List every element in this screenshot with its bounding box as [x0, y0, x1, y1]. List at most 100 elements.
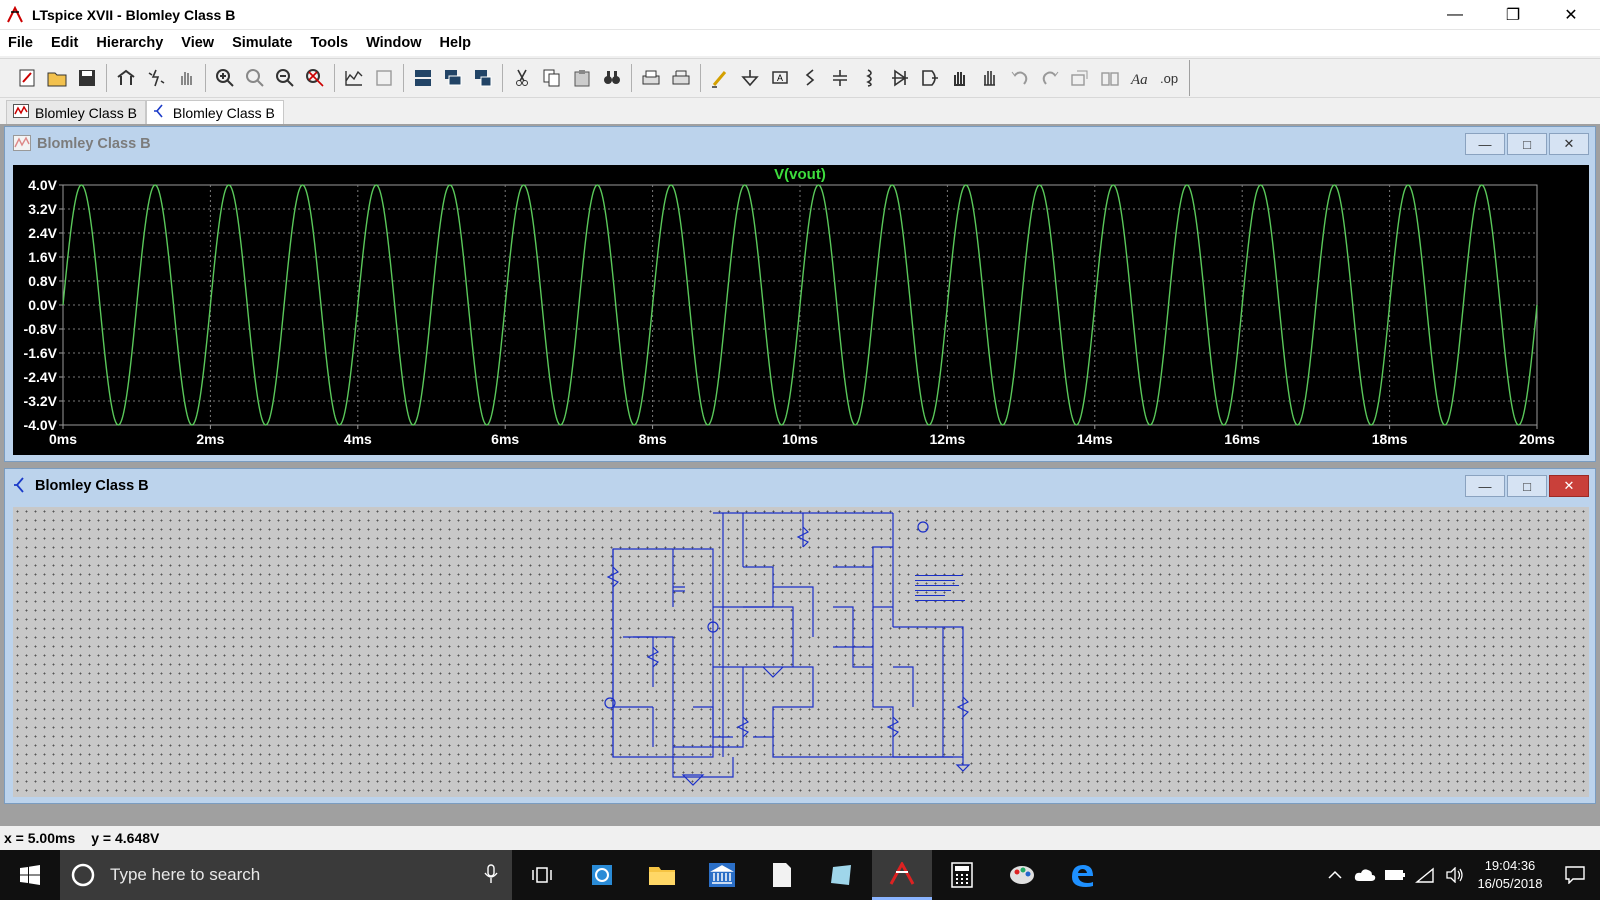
zoom-full-button[interactable]	[240, 63, 270, 93]
zoom-cancel-button[interactable]	[300, 63, 330, 93]
show-hidden-icons-button[interactable]	[1320, 850, 1350, 900]
svg-text:.op: .op	[1160, 71, 1178, 86]
taskbar-app-notepad[interactable]	[812, 850, 872, 900]
waveform-close-button[interactable]: ✕	[1549, 133, 1589, 155]
x-tick-label: 2ms	[196, 431, 224, 447]
print-button[interactable]	[636, 63, 666, 93]
cut-button[interactable]	[507, 63, 537, 93]
undo-button[interactable]	[1005, 63, 1035, 93]
cascade-button[interactable]	[438, 63, 468, 93]
menu-simulate[interactable]: Simulate	[232, 35, 293, 51]
schematic-minimize-button[interactable]: —	[1465, 475, 1505, 497]
draw-wire-button[interactable]	[705, 63, 735, 93]
document-icon	[773, 863, 791, 887]
waveform-window-icon	[13, 134, 31, 154]
control-panel-button[interactable]	[111, 63, 141, 93]
volume-icon[interactable]	[1440, 850, 1470, 900]
component-button[interactable]	[915, 63, 945, 93]
resistor-icon	[805, 69, 815, 86]
battery-icon[interactable]	[1380, 850, 1410, 900]
calculator-icon	[951, 862, 973, 888]
menu-edit[interactable]: Edit	[50, 35, 79, 51]
run-button[interactable]	[141, 63, 171, 93]
tile-vertical-button[interactable]	[468, 63, 498, 93]
taskbar-app-paint[interactable]	[992, 850, 1052, 900]
open-button[interactable]	[42, 63, 72, 93]
taskbar-app-bank[interactable]	[692, 850, 752, 900]
inductor-button[interactable]	[855, 63, 885, 93]
task-view-button[interactable]	[512, 850, 572, 900]
window-title: LTspice XVII - Blomley Class B	[32, 6, 236, 23]
inductor-icon	[866, 69, 872, 87]
copy-button[interactable]	[537, 63, 567, 93]
taskbar-search[interactable]: Type here to search	[60, 850, 512, 900]
trace-title: V(vout)	[774, 166, 826, 183]
tile-horizontal-button[interactable]	[408, 63, 438, 93]
spice-directive-icon: .op	[1160, 71, 1178, 86]
taskbar-app-outlook[interactable]	[572, 850, 632, 900]
schematic-canvas[interactable]	[13, 507, 1589, 797]
label-net-button[interactable]: A	[765, 63, 795, 93]
menu-file[interactable]: File	[8, 35, 33, 51]
drag-button[interactable]	[975, 63, 1005, 93]
resistor-button[interactable]	[795, 63, 825, 93]
menu-tools[interactable]: Tools	[310, 35, 349, 51]
start-button[interactable]	[0, 850, 60, 900]
taskbar-clock[interactable]: 19:04:36 16/05/2018	[1470, 857, 1550, 893]
zoom-in-icon	[216, 69, 234, 87]
rotate-button[interactable]	[1065, 63, 1095, 93]
capacitor-button[interactable]	[825, 63, 855, 93]
spice-directive-button[interactable]: .op	[1155, 63, 1185, 93]
redo-button[interactable]	[1035, 63, 1065, 93]
ground-button[interactable]	[735, 63, 765, 93]
mirror-button[interactable]	[1095, 63, 1125, 93]
cut-icon	[516, 69, 528, 86]
y-tick-label: 4.0V	[28, 177, 57, 193]
waveform-maximize-button[interactable]: □	[1507, 133, 1547, 155]
microphone-icon[interactable]	[484, 863, 498, 887]
taskbar-app-explorer[interactable]	[632, 850, 692, 900]
save-button[interactable]	[72, 63, 102, 93]
menu-window[interactable]: Window	[366, 35, 422, 51]
wifi-icon[interactable]	[1410, 850, 1440, 900]
y-tick-label: 3.2V	[28, 201, 57, 217]
waveform-window-header: Blomley Class B	[5, 127, 1595, 161]
menu-view[interactable]: View	[181, 35, 215, 51]
taskbar-app-edge[interactable]	[1052, 850, 1112, 900]
find-icon	[604, 71, 620, 84]
new-schematic-button[interactable]	[12, 63, 42, 93]
cursor-y-readout: y = 4.648V	[91, 830, 160, 846]
toolbar-separator	[403, 64, 404, 92]
close-button[interactable]: ✕	[1564, 7, 1578, 24]
halt-button[interactable]	[171, 63, 201, 93]
tab-waveform[interactable]: Blomley Class B	[6, 100, 146, 124]
zoom-out-button[interactable]	[270, 63, 300, 93]
circuit-schematic[interactable]	[13, 507, 1589, 797]
schematic-close-button[interactable]: ✕	[1549, 475, 1589, 497]
minimize-button[interactable]: —	[1447, 6, 1463, 23]
move-button[interactable]	[945, 63, 975, 93]
autorange-button[interactable]	[339, 63, 369, 93]
onedrive-icon[interactable]	[1350, 850, 1380, 900]
print-setup-button[interactable]	[666, 63, 696, 93]
restore-button[interactable]: ❐	[1505, 7, 1521, 24]
fit-button[interactable]	[369, 63, 399, 93]
menu-help[interactable]: Help	[439, 35, 471, 51]
taskbar-app-ltspice[interactable]	[872, 850, 932, 900]
taskbar-app-document[interactable]	[752, 850, 812, 900]
tab-schematic[interactable]: Blomley Class B	[145, 100, 284, 124]
bank-icon	[709, 863, 735, 887]
menu-hierarchy[interactable]: Hierarchy	[96, 35, 164, 51]
action-center-button[interactable]	[1550, 850, 1600, 900]
text-button[interactable]: Aa	[1125, 63, 1155, 93]
taskbar-app-calculator[interactable]	[932, 850, 992, 900]
zoom-in-button[interactable]	[210, 63, 240, 93]
diode-button[interactable]	[885, 63, 915, 93]
schematic-maximize-button[interactable]: □	[1507, 475, 1547, 497]
paste-button[interactable]	[567, 63, 597, 93]
text-icon: Aa	[1130, 72, 1148, 88]
find-button[interactable]	[597, 63, 627, 93]
waveform-minimize-button[interactable]: —	[1465, 133, 1505, 155]
